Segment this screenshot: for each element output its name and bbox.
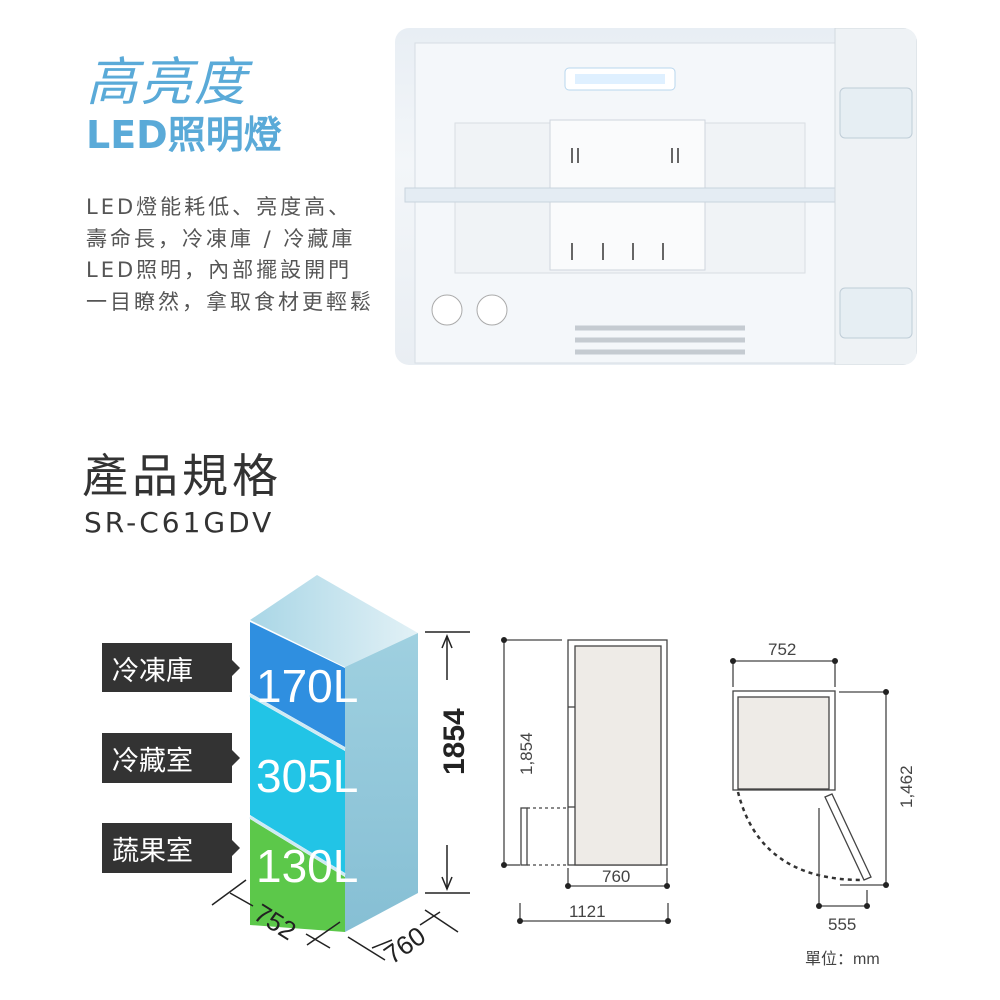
fridge-label: 冷藏室	[112, 746, 193, 776]
feature-subtitle: LED照明燈	[86, 113, 282, 157]
top-depth-open: 1,462	[897, 765, 916, 808]
veg-volume: 130L	[256, 840, 358, 892]
spec-title: 產品規格	[82, 449, 282, 503]
compartment-labels: 冷凍庫 冷藏室 蔬果室	[102, 643, 240, 873]
side-depth-open: 1121	[569, 902, 606, 921]
veg-compartment	[250, 819, 345, 932]
freezer-volume: 170L	[256, 660, 358, 712]
fridge-volume: 305L	[256, 750, 358, 802]
freezer-label: 冷凍庫	[112, 656, 193, 686]
top-width: 752	[768, 640, 796, 659]
model-number: SR-C61GDV	[84, 506, 275, 539]
unit-label: 單位：mm	[805, 950, 880, 968]
side-depth: 760	[602, 867, 630, 886]
iso-dimensions	[211, 631, 470, 961]
feature-description: LED燈能耗低、亮度高、壽命長，冷凍庫 / 冷藏庫LED照明，內部擺設開門一目瞭…	[86, 195, 374, 314]
feature-title: 高亮度	[86, 53, 249, 113]
fridge-interior-photo	[395, 28, 917, 365]
iso-height: 1854	[438, 708, 471, 775]
freezer-compartment	[250, 622, 345, 747]
side-height: 1,854	[517, 732, 536, 775]
fridge-isometric: 170L 305L 130L	[249, 575, 418, 932]
top-view-drawing	[730, 658, 889, 909]
veg-label: 蔬果室	[112, 836, 193, 866]
side-view-drawing	[501, 637, 671, 924]
door-clearance: 555	[828, 915, 856, 934]
iso-depth: 760	[378, 920, 431, 969]
fridge-compartment	[250, 697, 345, 873]
